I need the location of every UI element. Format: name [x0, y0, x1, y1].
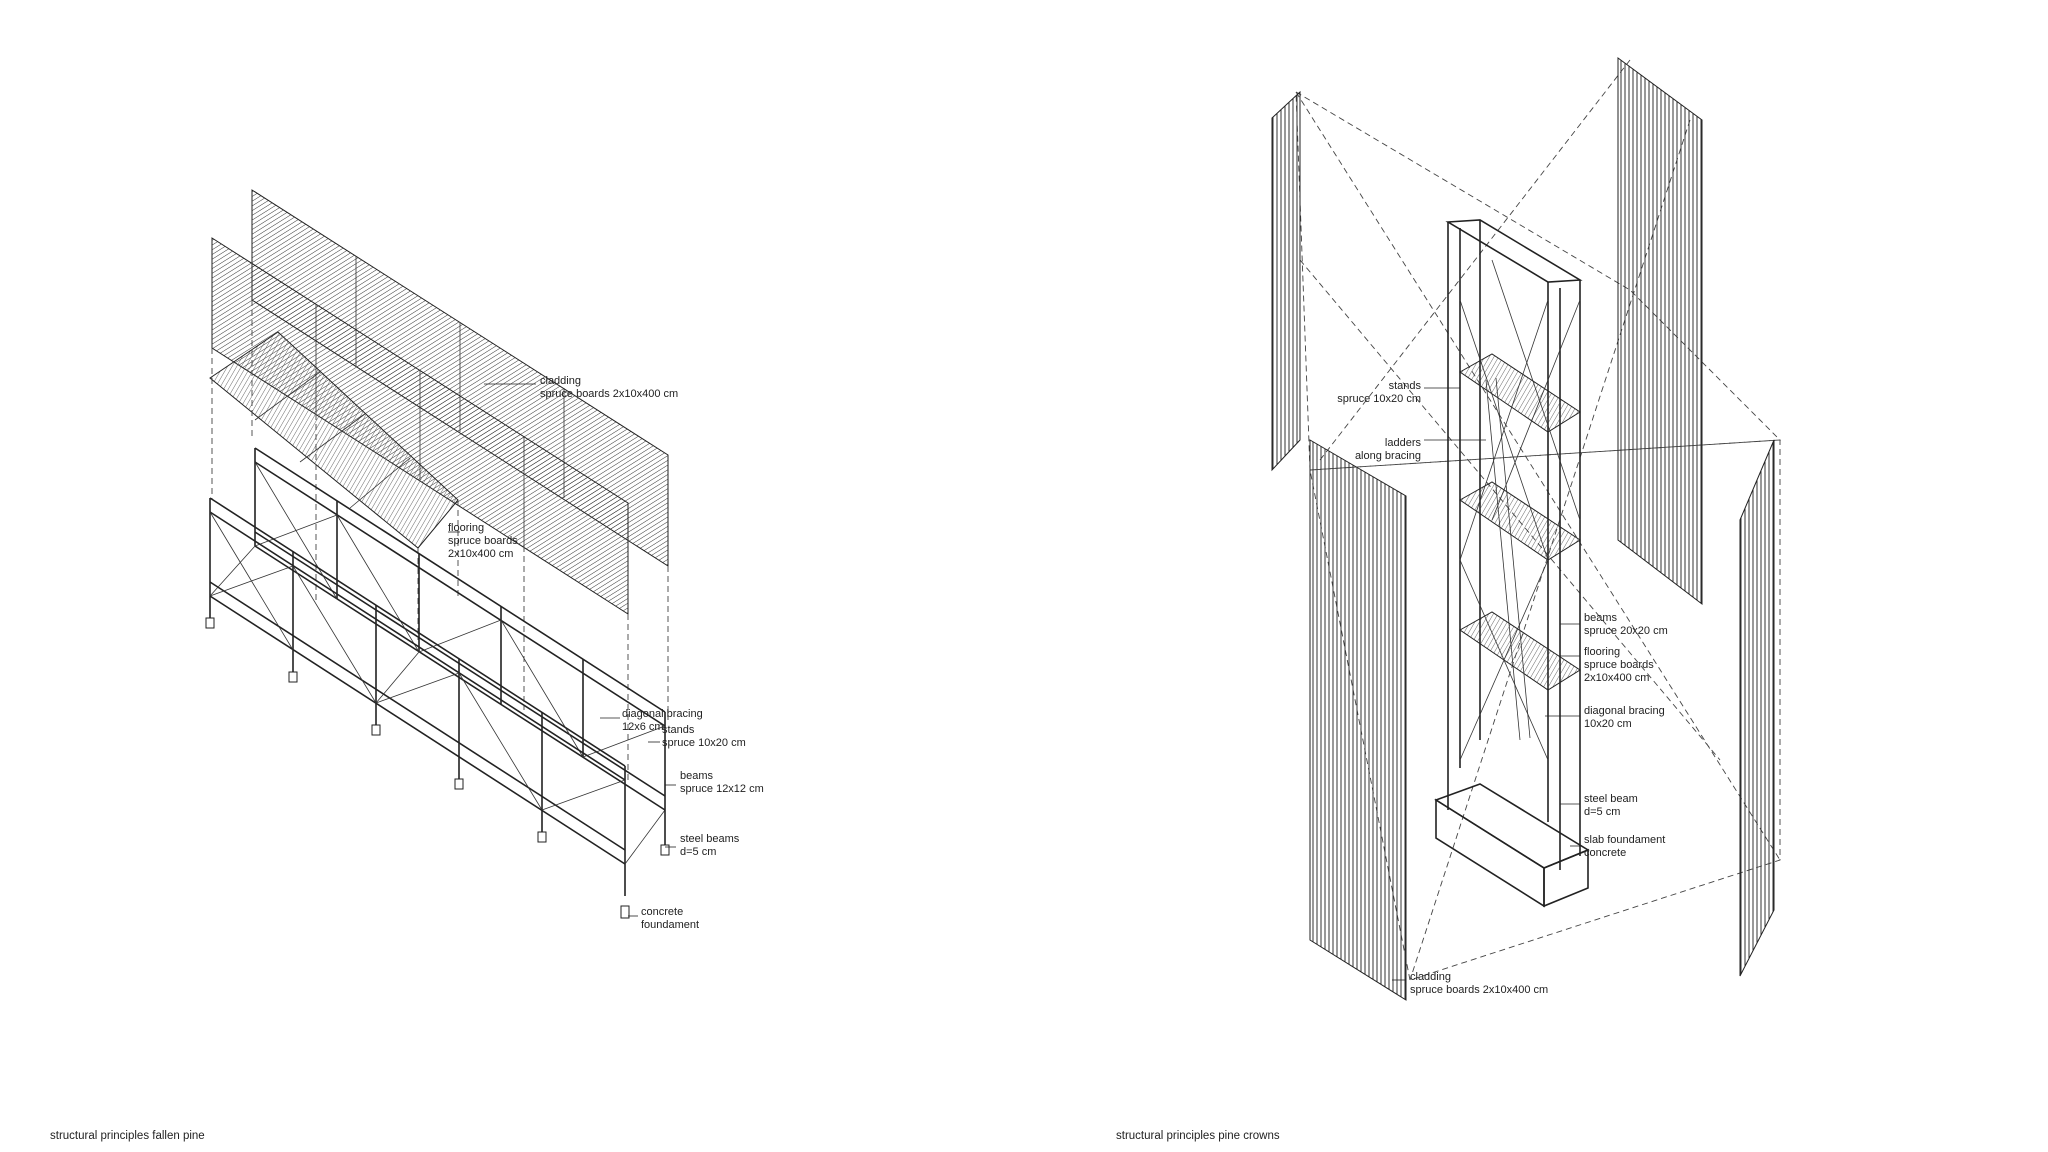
tower-frame	[1434, 219, 1590, 908]
label-r-beams-spec: spruce 20x20 cm	[1584, 625, 1668, 637]
caption-pine-crowns: structural principles pine crowns	[1116, 1130, 1280, 1142]
tower-floor-1	[1459, 353, 1581, 433]
label-flooring-spec: spruce boards	[448, 535, 518, 547]
truss-front	[209, 497, 626, 865]
label-r-flooring-title: flooring	[1584, 646, 1620, 658]
label-r-slab-spec: concrete	[1584, 847, 1626, 859]
label-flooring-title: flooring	[448, 522, 484, 534]
label-beams-title: beams	[680, 770, 714, 782]
label-flooring-size: 2x10x400 cm	[448, 548, 513, 560]
cladding-panel-top-left	[1271, 90, 1301, 472]
label-beams-spec: spruce 12x12 cm	[680, 783, 764, 795]
label-bracing-title: diagonal bracing	[622, 708, 703, 720]
label-steel-title: steel beams	[680, 833, 740, 845]
label-r-cladding-spec: spruce boards 2x10x400 cm	[1410, 984, 1548, 996]
label-r-cladding-title: cladding	[1410, 971, 1451, 983]
label-r-ladders-spec: along bracing	[1355, 450, 1421, 462]
cladding-panel-bottom-left	[1309, 439, 1407, 1001]
label-concrete-spec: foundament	[641, 919, 699, 931]
label-r-steel-spec: d=5 cm	[1584, 806, 1620, 818]
label-r-ladders-title: ladders	[1385, 437, 1422, 449]
label-stands-title: stands	[662, 724, 695, 736]
label-cladding-spec: spruce boards 2x10x400 cm	[540, 388, 678, 400]
truss-back	[254, 447, 666, 811]
label-r-stands-spec: spruce 10x20 cm	[1337, 393, 1421, 405]
tower-floor-2	[1459, 481, 1581, 561]
cladding-panel-top-right	[1617, 57, 1703, 606]
label-r-bracing-spec: 10x20 cm	[1584, 718, 1632, 730]
tower-floor-3	[1459, 611, 1581, 691]
label-steel-spec: d=5 cm	[680, 846, 716, 858]
label-r-beams-title: beams	[1584, 612, 1618, 624]
pine-crowns-drawing: stands spruce 10x20 cm ladders along bra…	[1271, 57, 1782, 1001]
label-bracing-spec: 12x6 cm	[622, 721, 664, 733]
fallen-pine-drawing: cladding spruce boards 2x10x400 cm floor…	[205, 189, 764, 931]
label-r-flooring-spec: spruce boards	[1584, 659, 1654, 671]
label-stands-spec: spruce 10x20 cm	[662, 737, 746, 749]
caption-fallen-pine: structural principles fallen pine	[50, 1130, 205, 1142]
cladding-panel-bottom-right	[1739, 439, 1775, 977]
foundations	[205, 596, 670, 919]
label-r-flooring-size: 2x10x400 cm	[1584, 672, 1649, 684]
label-concrete-title: concrete	[641, 906, 683, 918]
label-r-bracing-title: diagonal bracing	[1584, 705, 1665, 717]
label-cladding-title: cladding	[540, 375, 581, 387]
label-r-steel-title: steel beam	[1584, 793, 1638, 805]
label-r-stands-title: stands	[1389, 380, 1422, 392]
label-r-slab-title: slab foundament	[1584, 834, 1665, 846]
